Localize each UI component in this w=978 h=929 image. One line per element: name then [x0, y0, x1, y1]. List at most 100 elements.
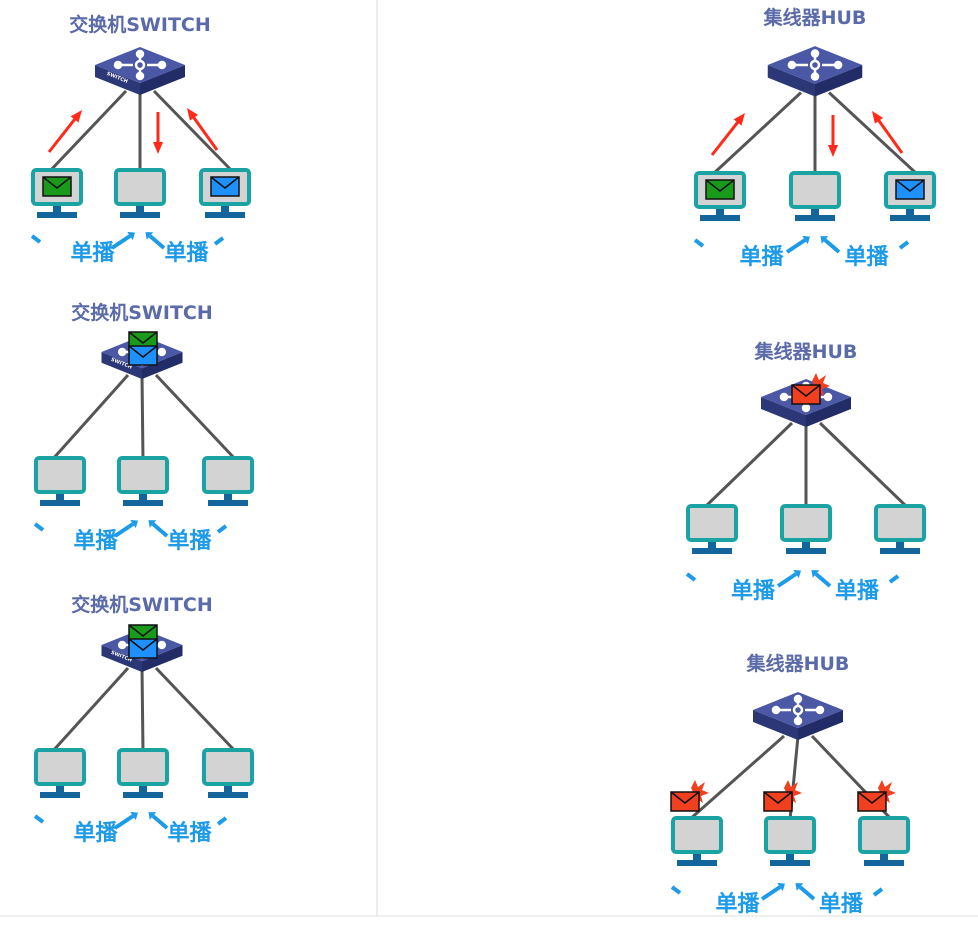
unicast-label: 单播 — [167, 821, 212, 846]
panel-title: 集线器HUB — [763, 6, 867, 29]
arrow-head-icon — [187, 108, 199, 121]
arrow-head-icon — [820, 236, 829, 244]
network-link — [702, 421, 794, 510]
monitor-stand — [208, 500, 248, 506]
unicast-arrow — [670, 885, 682, 895]
monitor-stand — [786, 548, 826, 554]
arrow-head-icon — [872, 111, 884, 124]
unicast-arrow — [216, 524, 228, 534]
unicast-arrow — [760, 885, 782, 901]
arrow-head-icon — [148, 812, 157, 820]
monitor-neck — [56, 494, 64, 500]
monitor-stand — [37, 212, 77, 218]
network-link — [688, 734, 785, 822]
unicast-label: 单播 — [73, 821, 118, 846]
computer-icon — [789, 171, 841, 221]
panel-title: 交换机SWITCH — [71, 593, 213, 616]
panel-switch-3: 交换机SWITCHSWITCH单播单播 — [33, 593, 254, 846]
blue-envelope-icon — [128, 345, 158, 366]
arrow-head-icon — [148, 520, 157, 528]
red-envelope-icon — [763, 780, 802, 812]
network-link — [154, 666, 238, 754]
network-link — [140, 667, 145, 753]
unicast-arrow — [33, 814, 45, 824]
arrow-head-icon — [153, 142, 163, 154]
red-arrow — [47, 114, 79, 153]
green-envelope-icon — [42, 176, 72, 197]
unicast-label: 单播 — [70, 241, 115, 266]
red-envelope-icon — [670, 780, 709, 812]
unicast-label: 单播 — [715, 892, 760, 917]
monitor-neck — [139, 494, 147, 500]
panel-hub-1: 集线器HUB单播单播 — [693, 6, 936, 270]
panel-switch-1: 交换机SWITCHSWITCH单播单播 — [30, 13, 251, 266]
four-arrows-icon — [113, 49, 167, 81]
burst-icon — [812, 373, 830, 396]
monitor — [34, 748, 86, 786]
panel-hub-3: 集线器HUB 单播 单播 — [670, 652, 910, 917]
hub-device-icon — [753, 692, 843, 740]
monitor-stand — [692, 548, 732, 554]
monitor — [117, 456, 169, 494]
blue-envelope-icon — [210, 176, 240, 197]
monitor-stand — [123, 500, 163, 506]
monitor-neck — [224, 494, 232, 500]
monitor-stand — [880, 548, 920, 554]
unicast-arrow — [151, 814, 169, 830]
monitor-neck — [786, 854, 794, 860]
network-link — [154, 373, 238, 462]
unicast-label: 单播 — [731, 579, 776, 604]
monitor-neck — [56, 786, 64, 792]
unicast-label: 单播 — [819, 892, 864, 917]
unicast-arrow — [814, 572, 832, 588]
unicast-arrow — [148, 234, 166, 250]
monitor-stand — [864, 860, 904, 866]
monitor — [789, 171, 841, 209]
red-arrow — [710, 117, 742, 156]
arrow-head-icon — [811, 570, 820, 578]
unicast-arrow — [113, 522, 135, 538]
unicast-arrow — [798, 885, 816, 901]
monitor-neck — [880, 854, 888, 860]
arrow-head-icon — [793, 569, 801, 579]
network-link — [152, 89, 235, 174]
network-link — [50, 374, 130, 461]
panel-switch-2: 交换机SWITCHSWITCH单播单播 — [33, 301, 254, 554]
monitor — [202, 456, 254, 494]
unicast-arrow — [888, 574, 900, 584]
panel-title: 交换机SWITCH — [71, 301, 213, 324]
monitor-stand — [205, 212, 245, 218]
computer-icon — [114, 168, 166, 218]
panel-title: 集线器HUB — [746, 652, 850, 675]
arrow-head-icon — [145, 232, 154, 240]
network-link — [827, 91, 920, 177]
blue-envelope-icon — [895, 179, 925, 200]
arrow-head-icon — [127, 231, 135, 241]
monitor — [671, 816, 723, 854]
unicast-arrow — [113, 814, 135, 830]
monitor — [114, 168, 166, 206]
red-arrow — [189, 112, 219, 151]
monitor-neck — [811, 209, 819, 215]
monitor — [858, 816, 910, 854]
monitor — [202, 748, 254, 786]
monitor-neck — [906, 209, 914, 215]
unicast-arrow — [898, 240, 910, 250]
monitor-stand — [208, 792, 248, 798]
computer-icon — [780, 504, 832, 554]
unicast-arrow — [685, 572, 697, 582]
monitor-neck — [136, 206, 144, 212]
monitor-neck — [224, 786, 232, 792]
computer-icon — [874, 504, 926, 554]
arrow-head-icon — [130, 519, 138, 529]
monitor-neck — [693, 854, 701, 860]
unicast-label: 单播 — [164, 241, 209, 266]
monitor-neck — [896, 542, 904, 548]
computer-icon — [686, 504, 738, 554]
arrow-head-icon — [733, 113, 745, 126]
monitor-stand — [890, 215, 930, 221]
computer-icon — [34, 456, 86, 506]
unicast-arrow — [823, 238, 841, 254]
unicast-label: 单播 — [167, 529, 212, 554]
blue-envelope-icon — [128, 638, 158, 659]
